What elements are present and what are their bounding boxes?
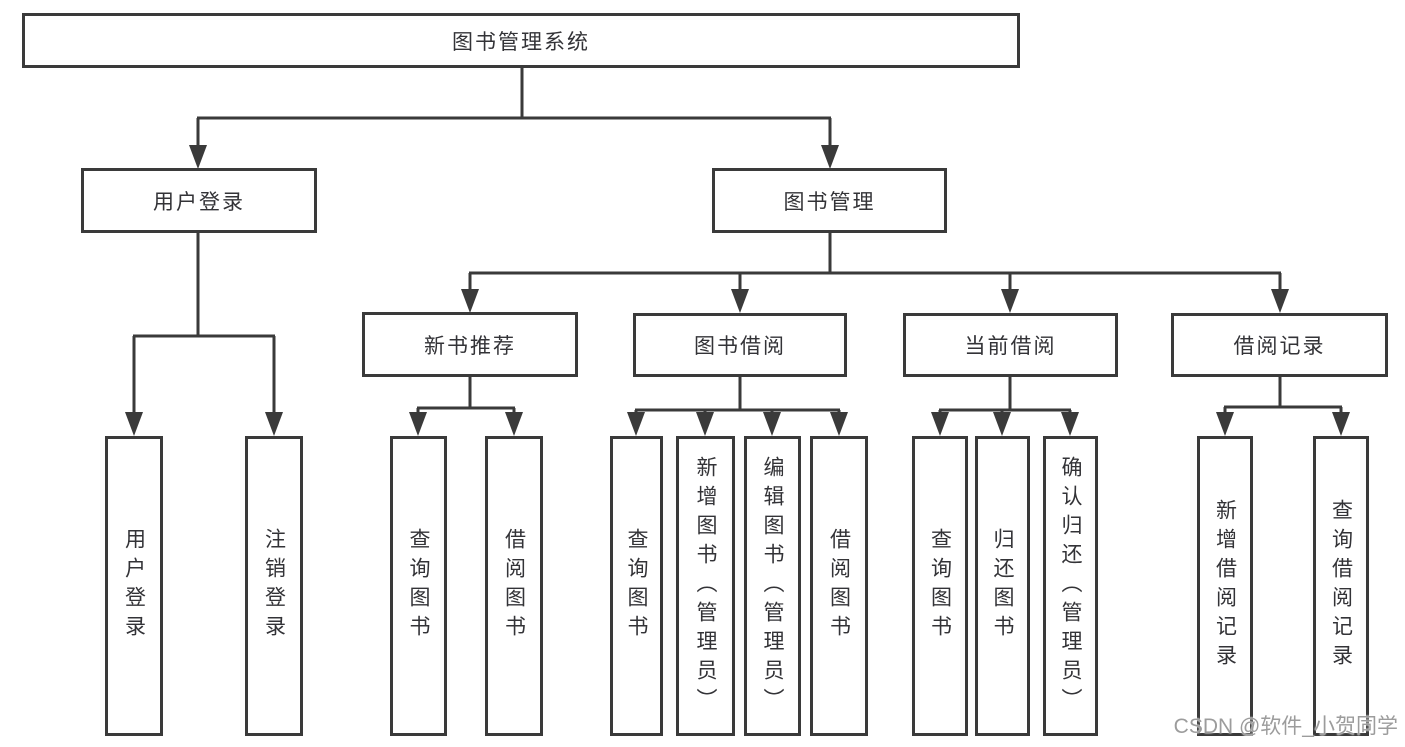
node-book-management-label: 图书管理: [783, 190, 876, 214]
leaf-add-borrow-record: 新增借阅记录: [1197, 436, 1253, 736]
node-new-book-recommend: 新书推荐: [362, 312, 578, 377]
node-borrow-record-label: 借阅记录: [1233, 335, 1326, 358]
node-user-login-label: 用户登录: [153, 190, 245, 214]
leaf-recommend-query-book: 查询图书: [390, 436, 447, 736]
leaf-query-borrow-record-label: 查询借阅记录: [1329, 499, 1353, 673]
leaf-return-book-label: 归还图书: [991, 528, 1014, 644]
leaf-borrow-query-book: 查询图书: [610, 436, 663, 736]
node-user-login: 用户登录: [81, 168, 317, 233]
leaf-user-login-label: 用户登录: [122, 528, 146, 644]
leaf-add-borrow-record-label: 新增借阅记录: [1213, 499, 1237, 673]
leaf-logout: 注销登录: [245, 436, 303, 736]
leaf-current-query-book: 查询图书: [912, 436, 968, 736]
leaf-borrow-book-label: 借阅图书: [827, 528, 851, 644]
leaf-add-book-admin-label: 新增图书（管理员）: [694, 455, 717, 717]
leaf-recommend-query-book-label: 查询图书: [407, 528, 430, 644]
leaf-current-query-book-label: 查询图书: [928, 528, 952, 644]
leaf-return-book: 归还图书: [975, 436, 1030, 736]
csdn-watermark: CSDN @软件_小贺同学: [1173, 715, 1398, 738]
node-book-borrow: 图书借阅: [633, 313, 847, 377]
leaf-confirm-return-admin: 确认归还（管理员）: [1043, 436, 1098, 736]
leaf-user-login: 用户登录: [105, 436, 163, 736]
node-book-management: 图书管理: [712, 168, 947, 233]
node-current-borrow: 当前借阅: [903, 313, 1118, 377]
node-current-borrow-label: 当前借阅: [964, 335, 1057, 358]
leaf-query-borrow-record: 查询借阅记录: [1313, 436, 1369, 736]
node-new-book-recommend-label: 新书推荐: [424, 334, 516, 358]
leaf-add-book-admin: 新增图书（管理员）: [676, 436, 735, 736]
node-root-label: 图书管理系统: [452, 30, 590, 54]
leaf-borrow-query-book-label: 查询图书: [625, 528, 648, 644]
node-root: 图书管理系统: [22, 13, 1020, 68]
leaf-logout-label: 注销登录: [262, 528, 286, 644]
leaf-edit-book-admin: 编辑图书（管理员）: [744, 436, 801, 736]
leaf-borrow-book: 借阅图书: [810, 436, 868, 736]
leaf-edit-book-admin-label: 编辑图书（管理员）: [761, 455, 784, 717]
node-book-borrow-label: 图书借阅: [694, 335, 786, 358]
leaf-confirm-return-admin-label: 确认归还（管理员）: [1059, 455, 1082, 717]
node-borrow-record: 借阅记录: [1171, 313, 1388, 377]
leaf-recommend-borrow-book: 借阅图书: [485, 436, 543, 736]
leaf-recommend-borrow-book-label: 借阅图书: [502, 528, 526, 644]
